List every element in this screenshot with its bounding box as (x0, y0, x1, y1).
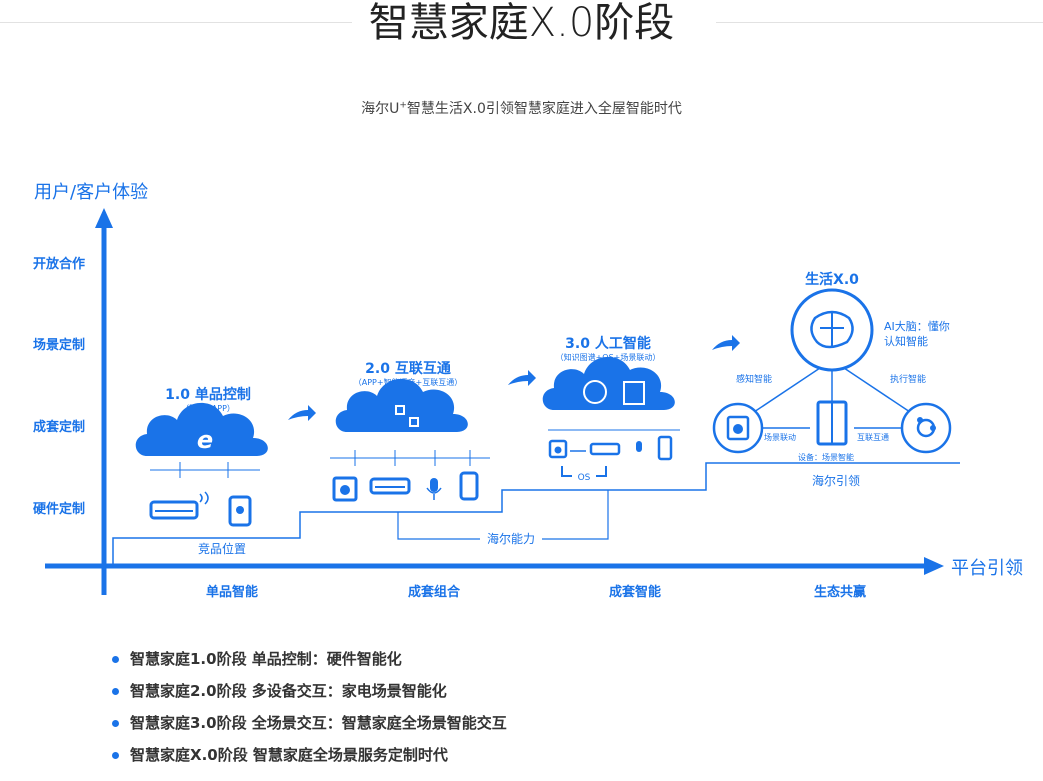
washer-circle-icon (712, 402, 764, 454)
stage-3-group: 3.0 人工智能 （知识图谱+OS+场景联动） OS (542, 335, 680, 483)
tablet-touch-icon (228, 495, 252, 527)
share-circle-icon (900, 402, 952, 454)
stage-4-title: 生活X.0 (805, 271, 859, 288)
ai-head-icon (583, 380, 645, 405)
stage-3-title: 3.0 人工智能 (565, 335, 651, 352)
brain-label-1: AI大脑：懂你 (884, 319, 950, 333)
stage-2-group: 2.0 互联互通 （APP+智能语音+互联互通） (330, 361, 490, 502)
product-position-label: 竞品位置 (198, 541, 246, 556)
y-level-3: 场景定制 (33, 337, 85, 353)
brain-label-2: 认知智能 (884, 334, 928, 348)
air-conditioner-icon (589, 442, 621, 456)
subtitle-part-1: 海尔U (361, 101, 400, 117)
phone-icon (657, 435, 673, 461)
haier-capability-bracket-right (542, 490, 609, 540)
sense-label: 感知智能 (736, 373, 772, 385)
x-stage-4: 生态共赢 (814, 584, 866, 600)
scene-link-label: 场景联动 (764, 432, 796, 442)
brain-icon (790, 288, 874, 372)
exec-label: 执行智能 (890, 373, 926, 385)
y-level-1: 硬件定制 (33, 501, 85, 517)
haier-capability-label: 海尔能力 (487, 531, 535, 546)
svg-text:e: e (197, 426, 213, 454)
microphone-icon (426, 478, 442, 500)
haier-lead-label: 海尔引领 (812, 473, 860, 488)
phone-icon (459, 471, 479, 501)
header-divider-right (716, 22, 1043, 23)
page-subtitle: 海尔U+智慧生活X.0引领智慧家庭进入全屋智能时代 (0, 98, 1043, 118)
x-stage-2: 成套组合 (408, 584, 461, 600)
stage-1-group: 1.0 单品控制 （网器+APP） e (135, 386, 268, 527)
y-level-4: 开放合作 (33, 256, 85, 272)
fridge-icon (816, 400, 848, 446)
interconnect-icon (395, 405, 419, 427)
list-item: 智慧家庭X.0阶段 智慧家庭全场景服务定制时代 (112, 744, 507, 776)
os-label: OS (578, 473, 591, 483)
ie-browser-icon: e (197, 426, 213, 454)
progress-arrow-3 (712, 335, 740, 351)
stage-4-group: 生活X.0 AI大脑：懂你 认知智能 感知智能 执行智能 场景 (712, 271, 952, 462)
staircase-line (112, 462, 960, 566)
stage-bullet-list: 智慧家庭1.0阶段 单品控制：硬件智能化 智慧家庭2.0阶段 多设备交互：家电场… (112, 648, 507, 776)
y-axis-title: 用户/客户体验 (34, 182, 148, 203)
microphone-icon (636, 441, 642, 452)
evolution-diagram: 用户/客户体验 平台引领 硬件定制 成套定制 场景定制 开放合作 单品智能 成套… (33, 182, 1023, 600)
list-item: 智慧家庭2.0阶段 多设备交互：家电场景智能化 (112, 680, 507, 712)
list-item: 智慧家庭1.0阶段 单品控制：硬件智能化 (112, 648, 507, 680)
x-stage-1: 单品智能 (206, 584, 258, 600)
stage-3-cloud (542, 356, 675, 410)
washer-icon (548, 439, 568, 459)
device-scene-label: 设备：场景智能 (798, 452, 854, 462)
haier-capability-bracket (397, 512, 480, 540)
x-axis (45, 557, 944, 575)
page-title: 智慧家庭X.0阶段 (368, 0, 675, 46)
y-axis (95, 208, 113, 595)
interconnect-label: 互联互通 (857, 432, 889, 442)
progress-arrow-1 (288, 405, 316, 421)
air-conditioner-icon (149, 491, 209, 520)
subtitle-sup: + (399, 100, 407, 111)
progress-arrow-2 (508, 370, 536, 386)
subtitle-part-2: 智慧生活X.0引领智慧家庭进入全屋智能时代 (406, 101, 682, 117)
washer-icon (332, 476, 358, 502)
stage-1-title: 1.0 单品控制 (165, 386, 251, 403)
header-divider-left (0, 22, 352, 23)
y-level-2: 成套定制 (33, 419, 85, 435)
air-conditioner-icon (369, 477, 411, 495)
x-axis-title: 平台引领 (951, 558, 1023, 579)
stage-2-title: 2.0 互联互通 (365, 361, 451, 377)
x-stage-3: 成套智能 (609, 584, 661, 600)
list-item: 智慧家庭3.0阶段 全场景交互：智慧家庭全场景智能交互 (112, 712, 507, 744)
